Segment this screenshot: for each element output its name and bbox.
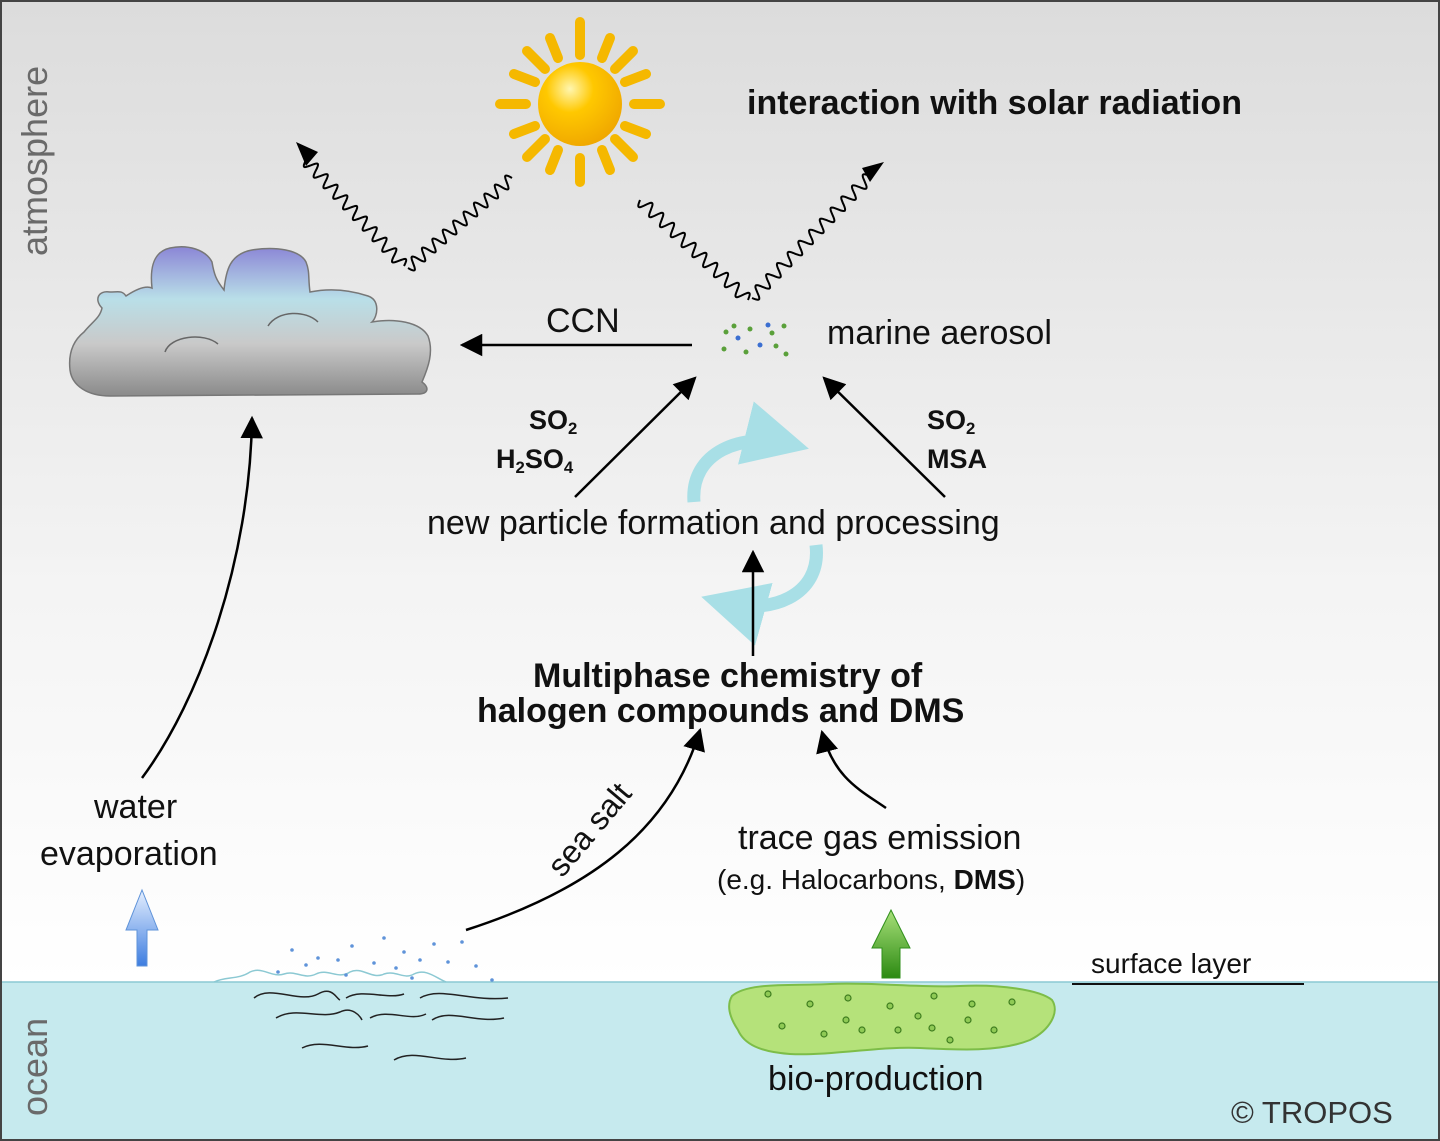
- bio-up-arrow-icon: [871, 908, 911, 979]
- up-arrow-icon: [125, 888, 159, 967]
- msa-to-aerosol-arrow: [822, 376, 946, 498]
- marine-aerosol-label: marine aerosol: [827, 314, 1052, 352]
- bio-production-blob: [728, 982, 1056, 1056]
- msa-label: MSA: [927, 444, 987, 474]
- cloud-icon: [68, 246, 432, 397]
- multiphase-label-line1: Multiphase chemistry of: [533, 657, 923, 695]
- ocean-label: ocean: [14, 1017, 55, 1116]
- npf-to-aerosol-arrow: [574, 376, 697, 498]
- multiphase-label-line2: halogen compounds and DMS: [477, 692, 965, 730]
- surface-layer-label: surface layer: [1091, 948, 1252, 979]
- water-label: water: [94, 788, 178, 826]
- aerosol-particles: [721, 322, 789, 357]
- sea-waves-lines: [253, 990, 509, 1061]
- cycle-arrows-icon: [687, 401, 823, 646]
- ocean-background: [0, 982, 1440, 1141]
- trace-gas-example-label: (e.g. Halocarbons, DMS): [717, 864, 1026, 895]
- wavy-arrow-heads: [296, 142, 884, 182]
- sea-surface-waves: [213, 969, 447, 983]
- sun-icon: [495, 17, 665, 187]
- atmosphere-label: atmosphere: [14, 65, 55, 256]
- sky-background: [0, 0, 1440, 982]
- trace-gas-label: trace gas emission: [738, 819, 1022, 857]
- ccn-label: CCN: [546, 302, 620, 340]
- trace-gas-arrow: [816, 729, 887, 810]
- so2-right-label: SO2: [927, 405, 976, 439]
- new-particle-formation-label: new particle formation and processing: [427, 504, 1000, 542]
- evaporation-label: evaporation: [40, 835, 218, 873]
- wavy-arrow-icon: [302, 159, 871, 301]
- solar-radiation-label: interaction with solar radiation: [747, 84, 1242, 122]
- so2-left-label: SO2: [529, 405, 578, 439]
- h2so4-label: H2SO4: [496, 444, 574, 478]
- sea-salt-arrow: [465, 727, 705, 932]
- copyright-label: © TROPOS: [1231, 1095, 1393, 1130]
- bio-production-label: bio-production: [768, 1060, 984, 1098]
- sea-spray-droplets: [276, 936, 494, 982]
- evaporation-to-cloud-arrow: [140, 415, 263, 779]
